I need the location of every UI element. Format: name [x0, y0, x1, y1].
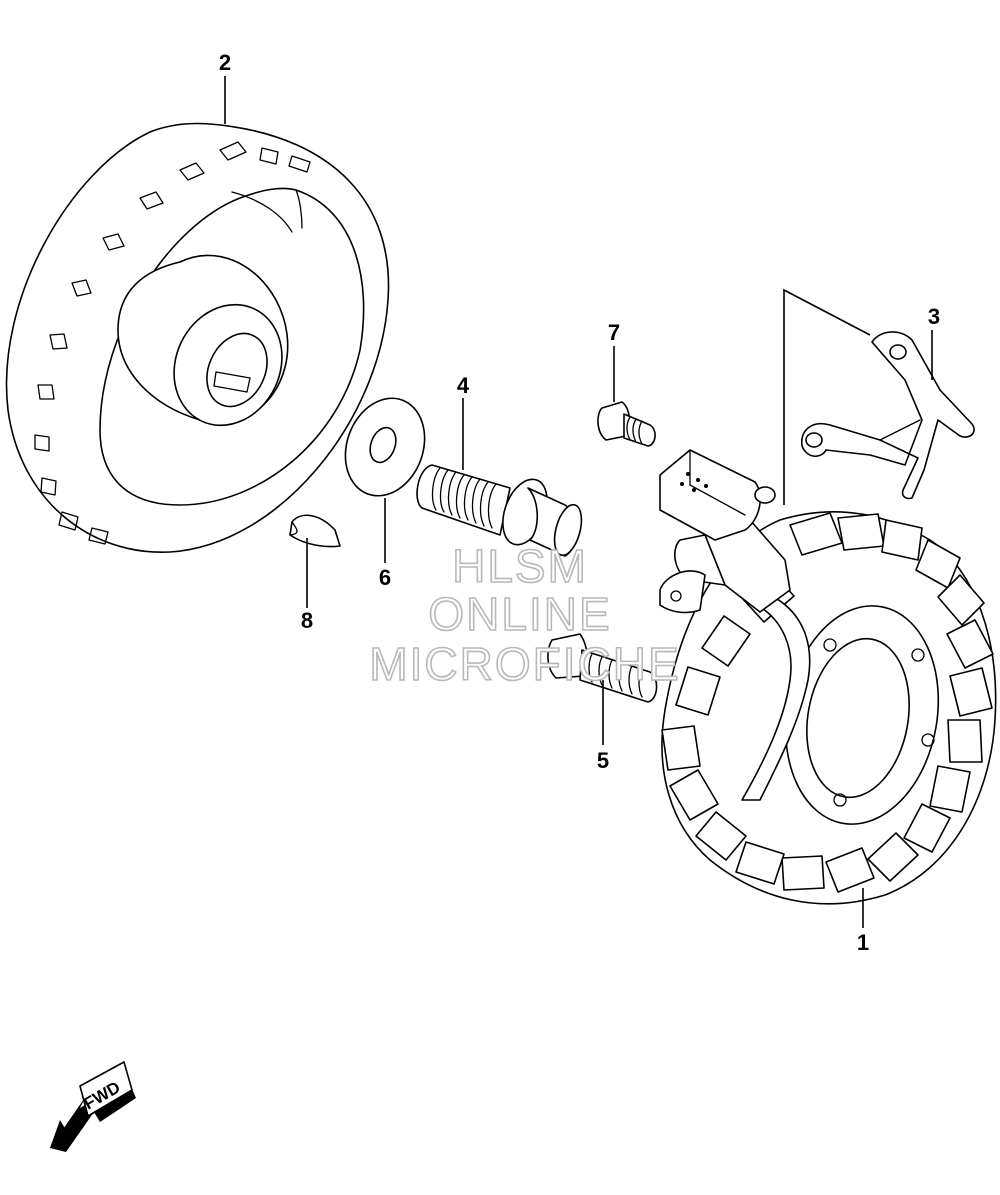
bracket: [801, 331, 975, 500]
callout-2: 2: [219, 50, 231, 75]
woodruff-key: [289, 514, 341, 548]
callout-5: 5: [597, 748, 609, 773]
watermark-line-2: ONLINE: [428, 588, 611, 640]
screw-lower: [547, 633, 658, 703]
watermark-line-3: MICROFICHE: [369, 638, 680, 690]
leader-lines: [224, 76, 933, 928]
rotor-bolt: [416, 464, 583, 557]
washer: [344, 397, 426, 497]
forward-arrow-icon: FWD: [50, 1061, 136, 1152]
connector-pins-icon: [680, 472, 708, 492]
rotor-flywheel: [5, 122, 390, 553]
stator: [659, 449, 997, 905]
callout-7: 7: [608, 320, 620, 345]
callout-4: 4: [457, 373, 470, 398]
callout-6: 6: [379, 565, 391, 590]
watermark: HLSM ONLINE MICROFICHE: [369, 539, 680, 691]
callout-3: 3: [928, 304, 940, 329]
screw-upper: [597, 401, 656, 447]
callout-1: 1: [857, 930, 869, 955]
callout-8: 8: [301, 608, 313, 633]
watermark-line-1: HLSM: [452, 540, 588, 592]
